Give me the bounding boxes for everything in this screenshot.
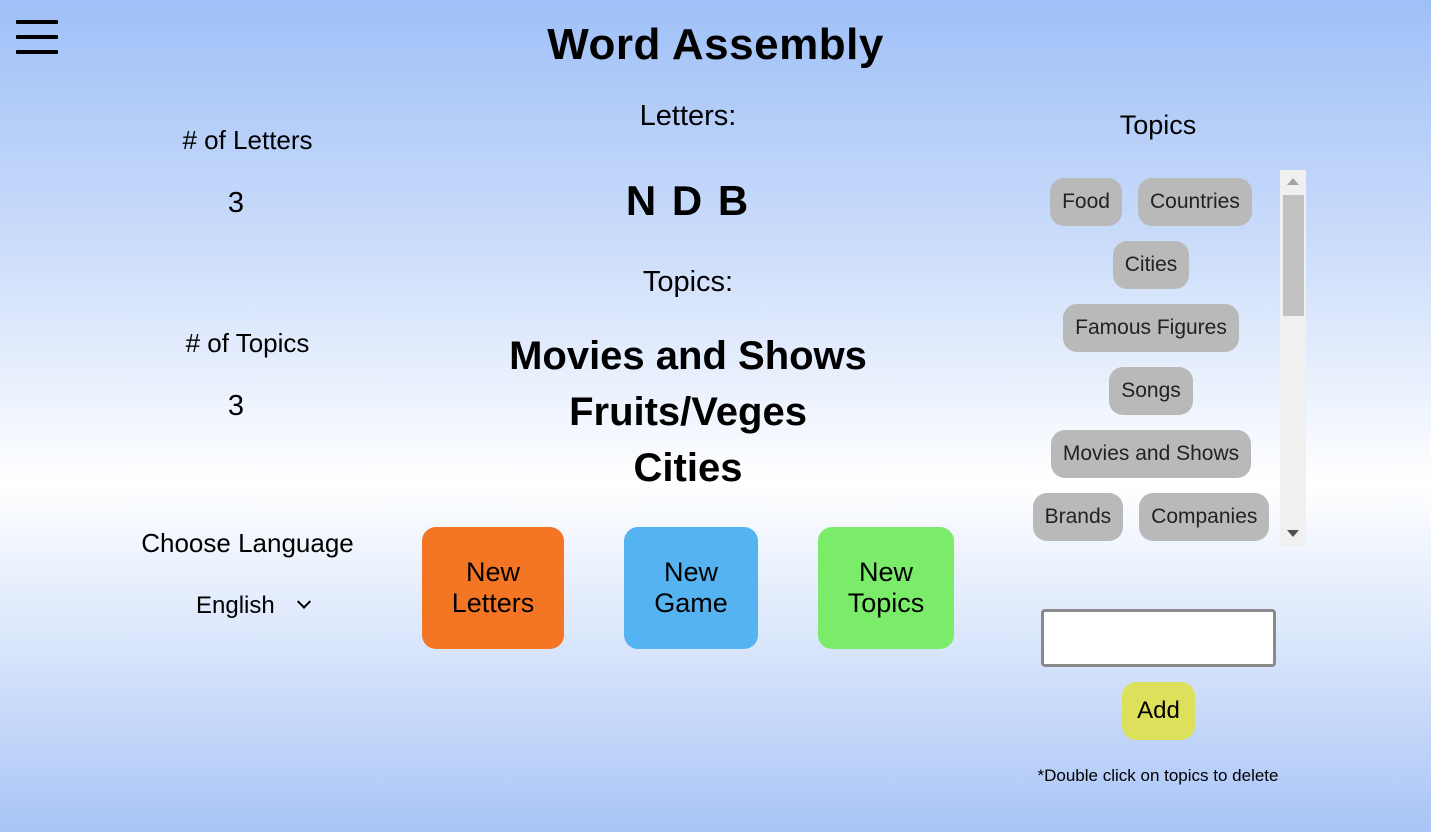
selected-topic: Movies and Shows: [509, 334, 867, 378]
topic-chip-movies-and-shows[interactable]: Movies and Shows: [1050, 430, 1252, 478]
new-topic-input[interactable]: [1041, 609, 1276, 667]
topics-panel: Food Countries Cities Famous Figures Son…: [1022, 170, 1306, 546]
letters-label: Letters:: [639, 100, 737, 132]
menu-bar: [16, 50, 58, 54]
selected-topic: Cities: [633, 446, 743, 490]
letters-count-value[interactable]: 3: [227, 187, 245, 219]
selected-topics-list: Movies and Shows Fruits/Veges Cities: [440, 328, 936, 496]
new-topics-button[interactable]: New Topics: [818, 527, 954, 649]
language-select[interactable]: English: [196, 590, 326, 622]
selected-topic: Fruits/Veges: [569, 390, 807, 434]
scroll-up-arrow-icon[interactable]: [1287, 178, 1299, 185]
letters-count-label: # of Letters: [182, 125, 313, 155]
hamburger-menu-icon[interactable]: [16, 20, 58, 54]
topics-count-label: # of Topics: [185, 328, 310, 358]
topics-label: Topics:: [642, 266, 734, 298]
language-label: Choose Language: [141, 528, 354, 558]
scrollbar-thumb[interactable]: [1283, 195, 1304, 316]
topic-chip-companies[interactable]: Companies: [1139, 493, 1270, 541]
topic-chip-list: Food Countries Cities Famous Figures Son…: [1022, 170, 1280, 546]
topic-chip-countries[interactable]: Countries: [1137, 178, 1252, 226]
topic-chip-brands[interactable]: Brands: [1032, 493, 1124, 541]
menu-bar: [16, 20, 58, 24]
new-letters-button[interactable]: New Letters: [422, 527, 564, 649]
topics-count-value[interactable]: 3: [227, 390, 245, 422]
menu-bar: [16, 35, 58, 39]
delete-hint: *Double click on topics to delete: [1037, 766, 1279, 785]
new-game-button[interactable]: New Game: [624, 527, 758, 649]
topic-chip-food[interactable]: Food: [1050, 178, 1122, 226]
letters-display: N D B: [625, 177, 751, 224]
topics-scrollbar[interactable]: [1280, 170, 1306, 546]
topic-chip-songs[interactable]: Songs: [1109, 367, 1193, 415]
page-title: Word Assembly: [547, 20, 884, 69]
topic-chip-famous-figures[interactable]: Famous Figures: [1063, 304, 1239, 352]
topics-panel-heading: Topics: [1119, 110, 1197, 140]
topic-chip-cities[interactable]: Cities: [1112, 241, 1190, 289]
chevron-down-icon: [296, 594, 311, 609]
add-topic-button[interactable]: Add: [1122, 682, 1195, 740]
scroll-down-arrow-icon[interactable]: [1287, 530, 1299, 537]
language-selected-value: English: [196, 592, 275, 619]
